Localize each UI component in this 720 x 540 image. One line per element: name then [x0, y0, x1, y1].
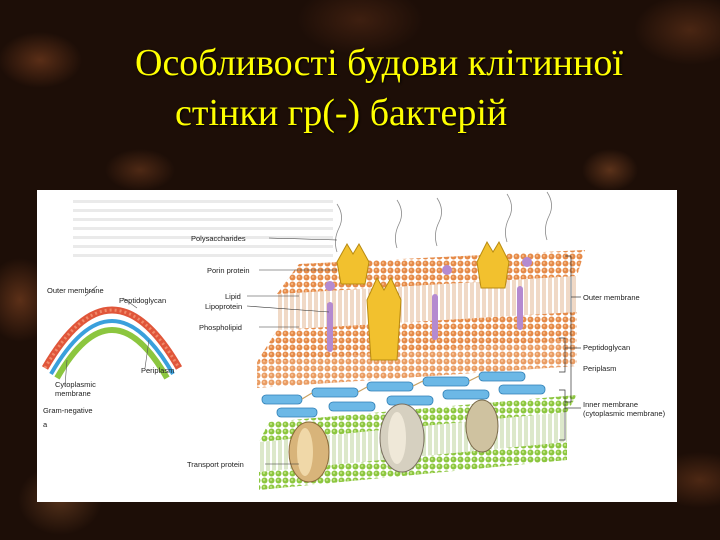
inset-label-cytoplasmic: Cytoplasmic: [55, 380, 96, 389]
outer-membrane-block: [257, 250, 585, 388]
inset-panel-letter: a: [43, 420, 48, 429]
title-line-1: Особливості будови клітинної: [135, 42, 623, 84]
porin-proteins: [336, 240, 510, 361]
label-porin-protein: Porin protein: [207, 266, 250, 275]
inset-caption: Gram-negative: [43, 406, 93, 415]
label-cytoplasmic-membrane: (cytoplasmic membrane): [583, 409, 666, 418]
label-periplasm: Periplasm: [583, 364, 617, 373]
inset-label-periplasm: Periplasm: [141, 366, 175, 375]
cell-wall-diagram: [41, 191, 585, 490]
lipoprotein-rods: [325, 257, 532, 352]
label-lipoprotein: Lipoprotein: [205, 302, 243, 311]
inset-arcs: [41, 285, 183, 387]
label-polysaccharides: Polysaccharides: [191, 234, 246, 243]
peptidoglycan-layer: [261, 371, 546, 418]
title-line-2: стінки гр(-) бактерій: [175, 92, 508, 134]
cell-wall-figure: Outer membrane Peptidoglycan Periplasm C…: [37, 190, 677, 502]
inset-label-peptidoglycan: Peptidoglycan: [119, 296, 167, 305]
inset-label-outer-membrane: Outer membrane: [47, 286, 104, 295]
polysaccharide-chains: [335, 191, 552, 253]
label-phospholipid: Phospholipid: [199, 323, 242, 332]
label-peptidoglycan: Peptidoglycan: [583, 343, 631, 352]
right-brackets: [559, 255, 581, 441]
label-transport-protein: Transport protein: [187, 460, 244, 469]
transport-proteins: [288, 399, 499, 483]
inset-label-membrane: membrane: [55, 389, 91, 398]
left-leader-lines: [246, 237, 338, 465]
label-lipid: Lipid: [225, 292, 241, 301]
faded-text-block: [73, 200, 333, 260]
label-inner-membrane: Inner membrane: [583, 400, 639, 409]
label-outer-membrane: Outer membrane: [583, 293, 640, 302]
